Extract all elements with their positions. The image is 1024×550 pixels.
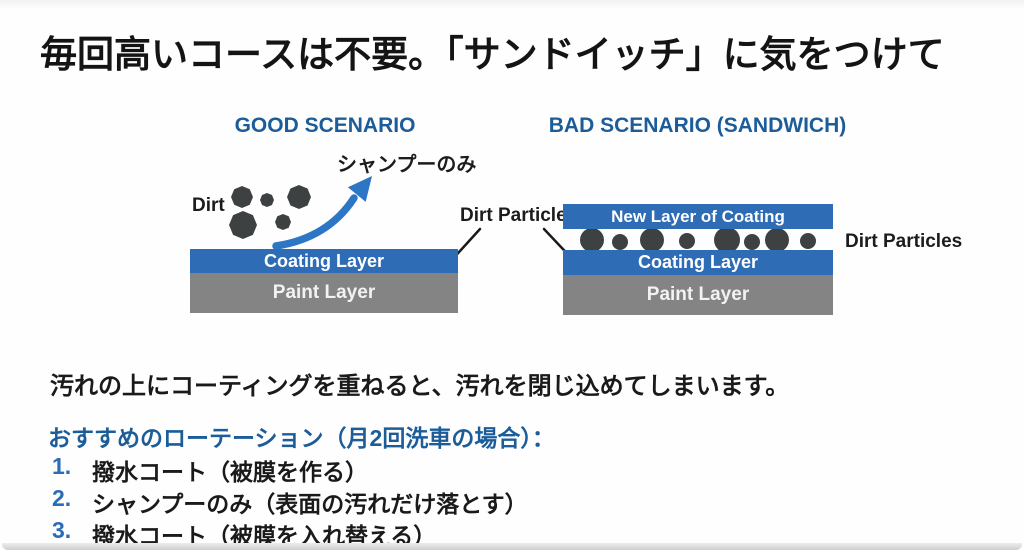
good-scenario-heading: GOOD SCENARIO: [234, 114, 416, 137]
list-text: 撥水コート（被膜を作る）: [92, 459, 368, 485]
dirt-particles-label-right: Dirt Particles: [845, 231, 963, 252]
bottom-edge-shade: [2, 543, 1022, 550]
list-number: 2.: [52, 485, 72, 511]
caption-text: 汚れの上にコーティングを重ねると、汚れを閉じ込めてしまいます。: [50, 373, 790, 400]
rotation-heading: おすすめのローテーション（月2回洗車の場合）：: [48, 425, 555, 451]
bad-new-coating-layer-bar: New Layer of Coating: [563, 204, 833, 229]
dirt-particles-callout: Dirt Particles: [460, 205, 578, 226]
good-coating-layer-bar: Coating Layer: [190, 249, 458, 273]
shampoo-only-label: シャンプーのみ: [337, 154, 477, 176]
bad-paint-layer-bar: Paint Layer: [563, 275, 833, 315]
rotation-list-item: 1. 撥水コート（被膜を作る）: [52, 453, 368, 487]
bad-scenario-heading: BAD SCENARIO (SANDWICH): [548, 114, 847, 137]
dirt-label: Dirt: [192, 195, 225, 216]
dirt-particles-icon-sandwich: [580, 227, 816, 253]
list-number: 1.: [52, 453, 72, 479]
callout-lines: [448, 227, 579, 266]
list-number: 3.: [52, 517, 72, 543]
list-text: シャンプーのみ（表面の汚れだけ落とす）: [92, 491, 528, 517]
top-edge-shade: [0, 0, 1024, 10]
bad-coating-layer-bar: Coating Layer: [563, 250, 833, 275]
rotation-list-item: 2. シャンプーのみ（表面の汚れだけ落とす）: [52, 485, 528, 519]
page-title: 毎回高いコースは不要。「サンドイッチ」に気をつけて: [40, 34, 945, 75]
dirt-particles-icon-left: [229, 185, 311, 239]
good-paint-layer-bar: Paint Layer: [190, 273, 458, 313]
diagram-graphics: [229, 176, 816, 266]
shampoo-arrow-icon: [272, 176, 372, 250]
